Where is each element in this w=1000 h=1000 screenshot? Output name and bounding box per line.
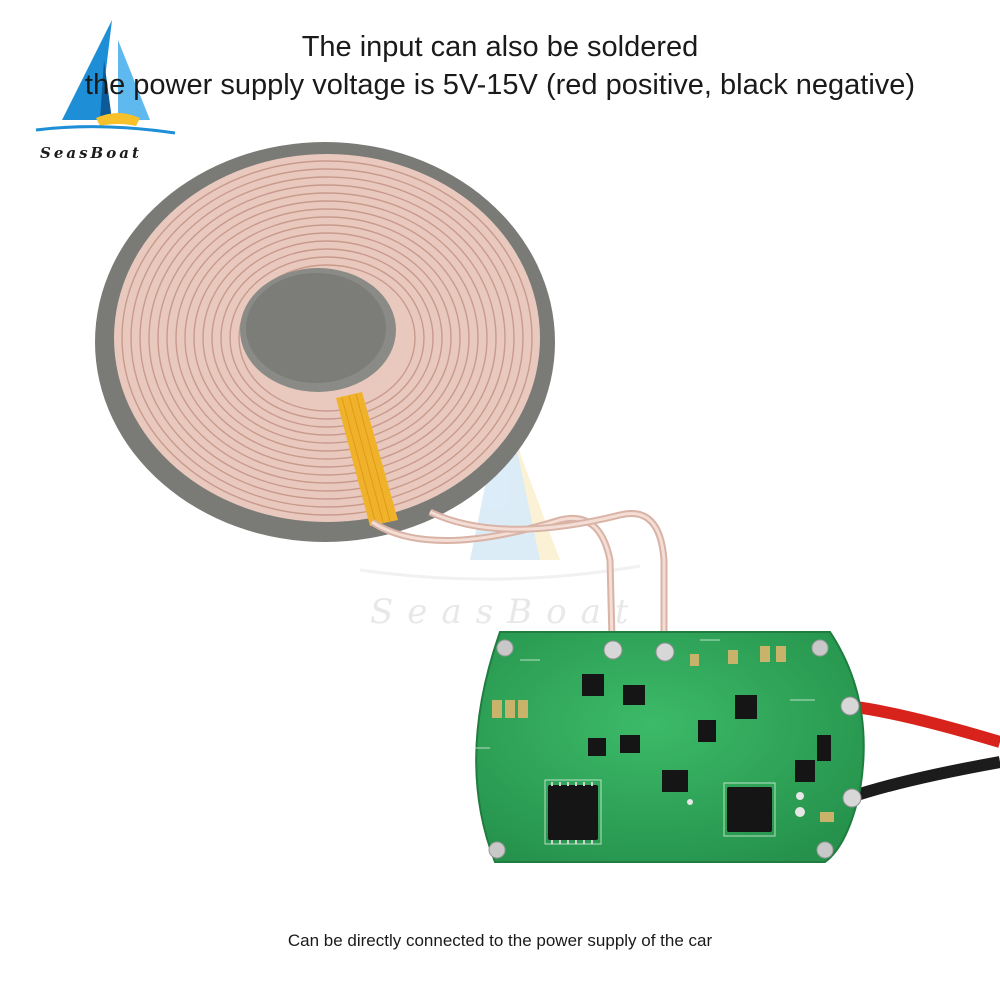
watermark-text: SeasBoat (370, 592, 643, 632)
bottom-caption: Can be directly connected to the power s… (287, 931, 713, 950)
seasboat-logo-icon (35, 20, 176, 135)
receiver-circuit-board (470, 631, 865, 863)
power-input-wires (846, 700, 1000, 804)
headline-line-1: The input can also be soldered (301, 31, 699, 63)
headline-line-2: the power supply voltage is 5V-15V (red … (84, 69, 916, 101)
wireless-charging-coil (95, 142, 555, 542)
brand-logo-text: SeasBoat (40, 144, 142, 162)
coil-lead-wires (370, 508, 668, 641)
